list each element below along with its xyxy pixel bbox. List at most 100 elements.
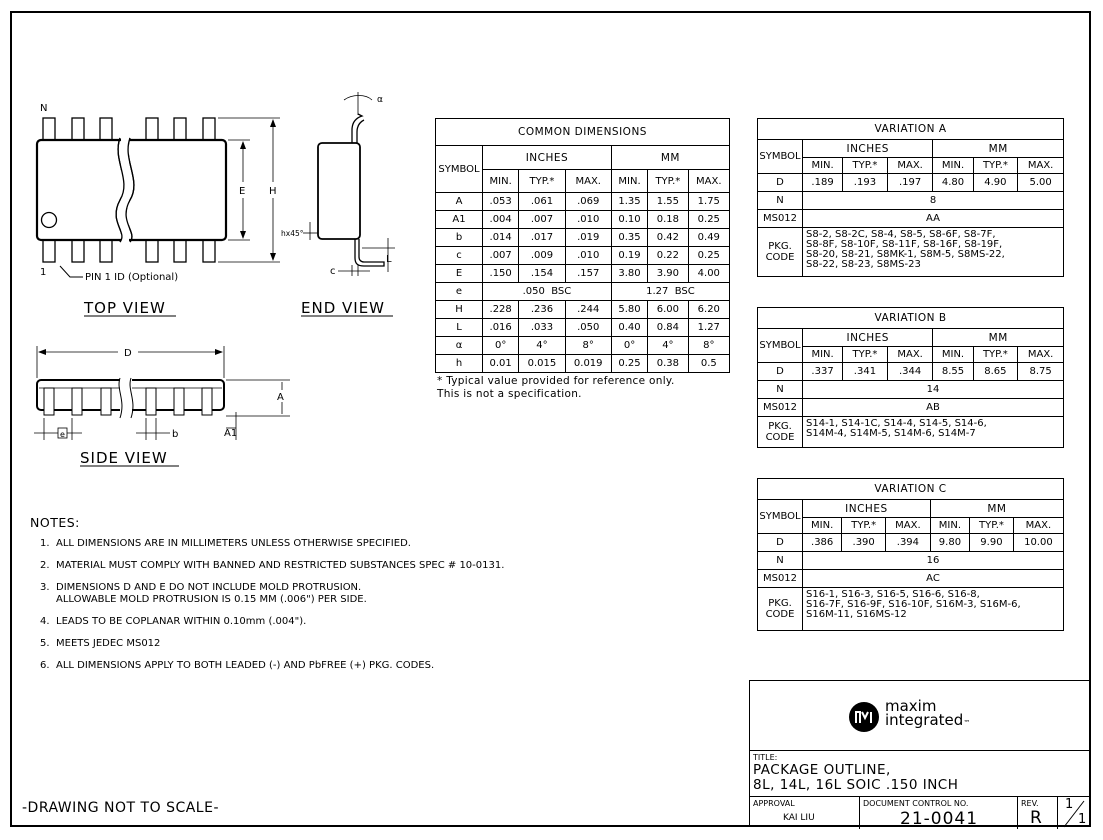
symbol-cell: MS012 [757, 209, 803, 228]
value-cell: 0.019 [564, 354, 612, 373]
subheader-cell: MIN. [801, 517, 843, 534]
end-view-title: END VIEW [301, 299, 385, 317]
value-cell: 3.80 [610, 264, 649, 283]
n-value: 8 [802, 191, 1064, 210]
value-cell: 10.00 [1012, 533, 1065, 552]
note-text: ALL DIMENSIONS ARE IN MILLIMETERS UNLESS… [56, 538, 411, 549]
dim-hx45-label: hx45° [281, 229, 304, 238]
value-cell: 8° [687, 336, 731, 355]
symbol-cell: L [435, 318, 483, 337]
value-cell: .193 [842, 173, 888, 192]
dim-d-label: D [124, 348, 132, 359]
maxim-logo-icon [849, 702, 879, 732]
side-leads [43, 387, 213, 416]
value-cell: 0.22 [647, 246, 689, 265]
value-cell: 0.38 [647, 354, 689, 373]
value-cell: 8.55 [932, 362, 974, 381]
value-cell: 4.00 [687, 264, 731, 283]
value-cell: 0.49 [687, 228, 731, 247]
package-drawings: N 1 PIN 1 ID (Optional) [34, 92, 395, 467]
value-cell: 0.25 [687, 246, 731, 265]
ms012-value: AA [802, 209, 1064, 228]
subheader-cell: MAX. [1017, 346, 1064, 363]
value-cell: .344 [886, 362, 934, 381]
value-cell: .009 [518, 246, 566, 265]
value-cell: .386 [801, 533, 843, 552]
subheader-cell: TYP.* [972, 346, 1019, 363]
value-cell: 0.10 [610, 210, 649, 229]
value-cell: 4° [647, 336, 689, 355]
note-number: 6. [40, 660, 50, 671]
subheader-cell: MAX. [1012, 517, 1065, 534]
value-cell: .017 [518, 228, 566, 247]
value-cell: 0.25 [687, 210, 731, 229]
value-cell: .341 [842, 362, 888, 381]
pkg-code-value: S14-1, S14-1C, S14-4, S14-5, S14-6, S14M… [802, 416, 1064, 448]
value-cell: .390 [841, 533, 887, 552]
top-view-title: TOP VIEW [83, 299, 166, 317]
subheader-cell: TYP.* [972, 157, 1019, 174]
pin1-id-label: PIN 1 ID (Optional) [85, 272, 178, 283]
value-cell: 0.5 [687, 354, 731, 373]
symbol-cell: D [757, 533, 803, 552]
logo-area: maxim integrated™ [750, 681, 1091, 751]
dim-a-label: A [277, 392, 284, 403]
value-cell: .061 [518, 192, 566, 211]
value-cell: 8° [564, 336, 612, 355]
value-cell: .189 [801, 173, 844, 192]
note-item: 2.MATERIAL MUST COMPLY WITH BANNED AND R… [30, 560, 650, 572]
end-view: α hx45° L c END VIEW [281, 92, 395, 317]
bsc-cell: .050 BSC [482, 282, 612, 301]
value-cell: 6.00 [647, 300, 689, 319]
symbol-cell: N [757, 380, 803, 399]
sheet-total: 1 [1078, 812, 1087, 827]
value-cell: 0° [481, 336, 520, 355]
ms012-value: AB [802, 398, 1064, 417]
symbol-cell: PKG. CODE [757, 227, 803, 277]
symbol-cell: e [435, 282, 483, 301]
subheader-cell: TYP.* [969, 517, 1014, 534]
value-cell: 0.19 [610, 246, 649, 265]
value-cell: 0.18 [647, 210, 689, 229]
pkg-code-value: S16-1, S16-3, S16-5, S16-6, S16-8, S16-7… [802, 587, 1064, 631]
value-cell: .394 [885, 533, 931, 552]
value-cell: .050 [564, 318, 612, 337]
value-cell: .337 [801, 362, 844, 381]
dim-h-label: H [269, 186, 277, 197]
subheader-cell: TYP.* [842, 346, 888, 363]
inches-header: INCHES [801, 328, 934, 347]
title-block: maxim integrated™ TITLE: PACKAGE OUTLINE… [749, 680, 1091, 829]
note-number: 3. [40, 582, 50, 593]
subheader-cell: MAX. [886, 346, 934, 363]
dim-e-pitch-label: e [60, 430, 65, 439]
value-cell: 9.80 [929, 533, 971, 552]
subheader-cell: MAX. [1017, 157, 1064, 174]
value-cell: 1.75 [687, 192, 731, 211]
sheet-number: 1 [1065, 797, 1074, 812]
note-item: 1.ALL DIMENSIONS ARE IN MILLIMETERS UNLE… [30, 538, 650, 550]
value-cell: .010 [564, 210, 612, 229]
mm-header: MM [932, 328, 1064, 347]
note-text: ALL DIMENSIONS APPLY TO BOTH LEADED (-) … [56, 660, 435, 671]
value-cell: 4.90 [972, 173, 1019, 192]
symbol-cell: N [757, 191, 803, 210]
common-title: COMMON DIMENSIONS [435, 118, 730, 146]
value-cell: 4.80 [932, 173, 974, 192]
subheader-cell: MIN. [801, 346, 844, 363]
value-cell: .244 [564, 300, 612, 319]
value-cell: 0.84 [647, 318, 689, 337]
inches-header: INCHES [482, 145, 612, 170]
approval-label: APPROVAL [753, 799, 795, 808]
value-cell: 5.80 [610, 300, 649, 319]
symbol-cell: MS012 [757, 398, 803, 417]
symbol-cell: α [435, 336, 483, 355]
notes-title: NOTES: [30, 515, 80, 530]
value-cell: .053 [481, 192, 520, 211]
top-view: N 1 PIN 1 ID (Optional) [35, 103, 280, 317]
subheader-cell: MIN. [610, 169, 649, 193]
pin1-label: 1 [40, 267, 46, 278]
value-cell: .019 [564, 228, 612, 247]
